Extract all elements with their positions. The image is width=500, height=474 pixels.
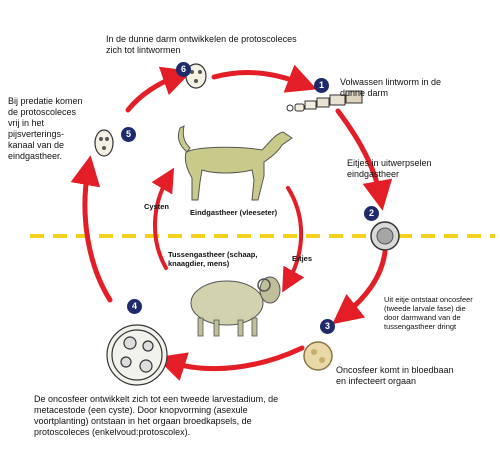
stage-6-label: In de dunne darm ontwikkelen de protosco… (106, 34, 297, 55)
egg-illustration (370, 221, 400, 251)
stage-marker-5: 5 (121, 127, 136, 142)
arrow-6-to-1 (211, 64, 317, 93)
arrow-3-to-4 (155, 345, 305, 381)
arrow-1-to-2 (335, 108, 393, 211)
arrow-4-to-5 (70, 155, 113, 303)
protoscolex-illustration (94, 129, 114, 157)
arrow-2-to-3 (332, 249, 388, 325)
definitive-host-label: Eindgastheer (vleeseter) (190, 208, 278, 217)
stage-3-label: Oncosfeer komt in bloedbaan en infecteer… (336, 365, 454, 386)
stage-4-label: De oncosfeer ontwikkelt zich tot een twe… (34, 394, 279, 437)
egg-development-label: Uit eitje ontstaat oncosfeer (tweede lar… (384, 295, 473, 331)
intermediate-host-label: Tussengastheer (schaap, knaagdier, mens) (168, 250, 258, 268)
stage-marker-2: 2 (364, 206, 379, 221)
dog-illustration (177, 125, 293, 201)
arrow-eitjes (282, 186, 305, 293)
hydatid-cyst-illustration (106, 324, 168, 386)
stage-marker-3: 3 (320, 319, 335, 334)
arrow-5-to-6 (125, 66, 193, 113)
eitjes-label: Eitjes (292, 254, 313, 263)
stage-5-label: Bij predatie komen de protoscoleces vrij… (8, 96, 83, 161)
arrow-cysten (151, 167, 175, 270)
stage-1-label: Volwassen lintworm in de dunne darm (340, 77, 442, 98)
oncosphere-illustration (303, 341, 333, 371)
adult-tapeworm-illustration (286, 90, 363, 112)
stage-2-label: Eitjes in uitwerpselen eindgastheer (347, 158, 432, 179)
stage-marker-1: 1 (314, 78, 329, 93)
cysten-label: Cysten (144, 202, 170, 211)
stage-marker-4: 4 (127, 299, 142, 314)
stage-marker-6: 6 (176, 62, 191, 77)
sheep-illustration (190, 276, 281, 337)
